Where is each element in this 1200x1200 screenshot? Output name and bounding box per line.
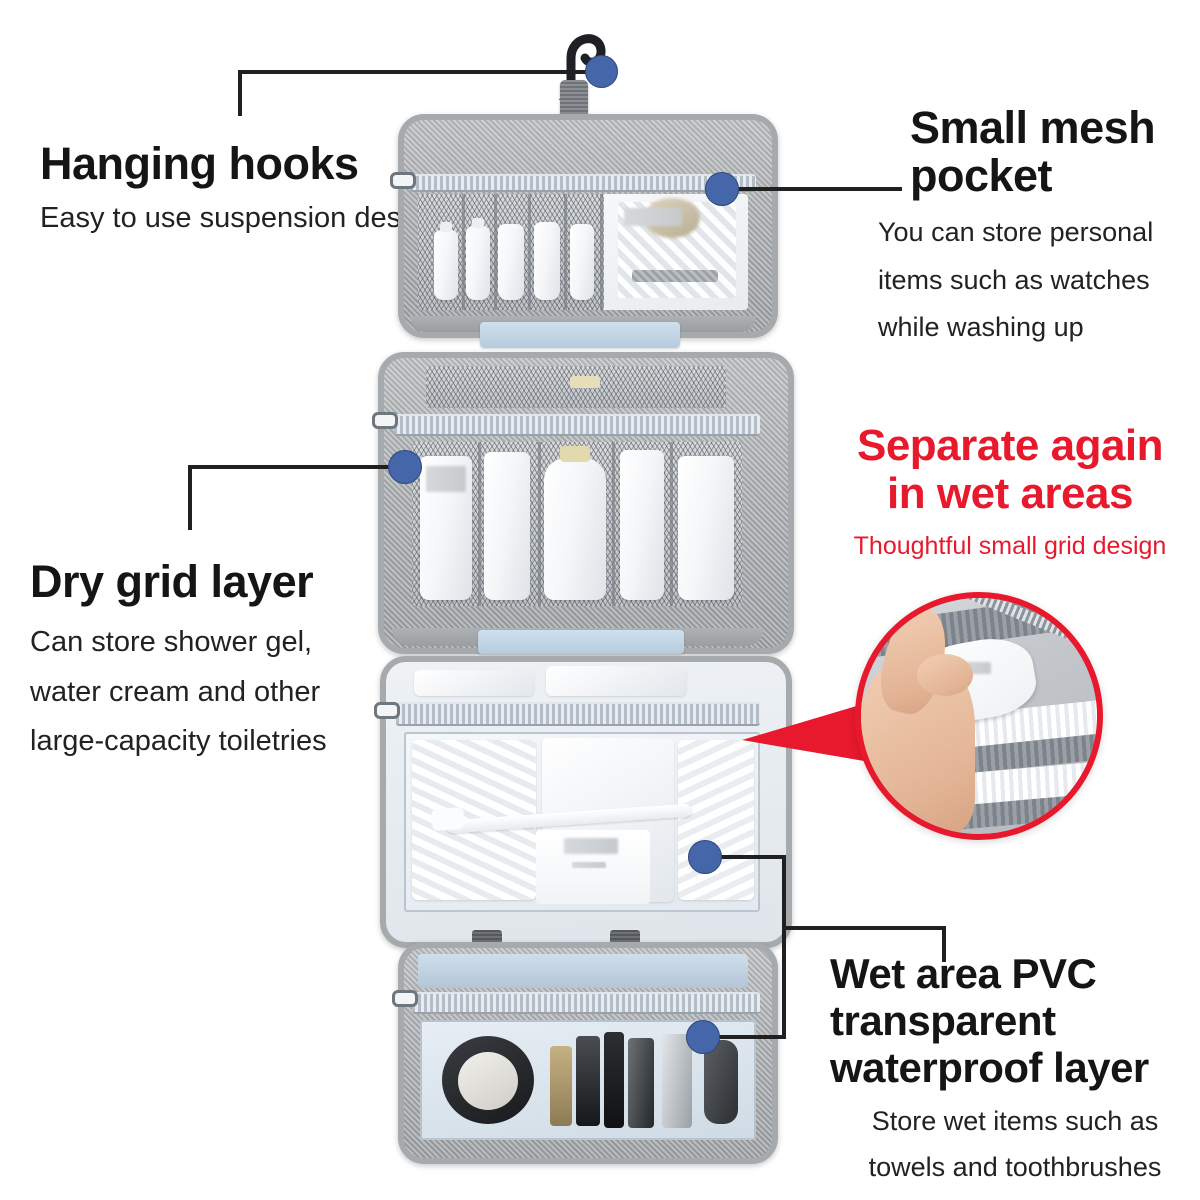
callout-hanging-hooks: Hanging hooks Easy to use suspension des…: [40, 140, 440, 241]
zipper-panel4: [412, 992, 760, 1014]
mesh-window-panel1: [418, 194, 748, 310]
dry-grid-layer-marker[interactable]: [388, 450, 422, 484]
dry-grid-layer-subtitle-line1: Can store shower gel,: [30, 625, 313, 658]
gusset-middle: [478, 630, 684, 654]
zipper-pull-panel4: [392, 990, 418, 1007]
zipper-panel2: [394, 414, 760, 436]
wet-pouch-window: [420, 1020, 756, 1140]
panel-dry-grid: [372, 352, 794, 654]
wet-area-pvc-title-line2: transparent: [830, 997, 1056, 1045]
red-pointer-arrow: [742, 702, 870, 762]
callout-separate-wet-areas: Separate again in wet areas Thoughtful s…: [820, 421, 1200, 566]
panel-wet-bottom: [392, 942, 778, 1164]
hanging-hooks-title: Hanging hooks: [40, 138, 359, 189]
detail-inset-photo: [855, 592, 1103, 840]
wire-hanging-hooks: [238, 70, 598, 116]
zipper-pull-panel3: [374, 702, 400, 719]
dry-grid-layer-subtitle-line3: large-capacity toiletries: [30, 725, 327, 758]
wet-area-pvc-title-line1: Wet area PVC: [830, 950, 1097, 997]
mesh-strip-panel2: [426, 366, 726, 408]
small-mesh-pocket-subtitle-line2: items such as watches: [878, 264, 1150, 295]
wet-area-pvc-title-line3: waterproof layer: [830, 1044, 1149, 1092]
hanging-hooks-marker[interactable]: [585, 55, 618, 88]
wet-area-pvc-marker[interactable]: [688, 840, 722, 874]
panel-pvc-clear: [374, 656, 792, 948]
hanging-hooks-subtitle: Easy to use suspension design: [40, 201, 440, 234]
small-mesh-pocket-title-line2: pocket: [910, 149, 1053, 201]
wet-area-bottom-marker[interactable]: [686, 1020, 720, 1054]
zipper-pull-panel1: [390, 172, 416, 189]
zipper-pull-panel2: [372, 412, 398, 429]
dry-grid-layer-subtitle-line2: water cream and other: [30, 675, 321, 708]
product-photo: [370, 18, 794, 1168]
zipper-panel3: [396, 702, 760, 726]
small-mesh-pocket-subtitle-line1: You can store personal: [878, 217, 1154, 248]
pvc-window: [404, 732, 760, 912]
wire-dry-grid-layer: [188, 465, 400, 530]
wet-area-pvc-subtitle-line2: towels and toothbrushes: [868, 1151, 1162, 1182]
wire-wet-area-pvc-upper: [710, 855, 946, 962]
separate-wet-areas-subtitle: Thoughtful small grid design: [853, 531, 1167, 560]
dry-grid-layer-title: Dry grid layer: [30, 556, 314, 607]
callout-wet-area-pvc: Wet area PVC transparent waterproof laye…: [830, 950, 1200, 1191]
separate-wet-areas-title-line2: in wet areas: [887, 469, 1133, 519]
small-mesh-pocket-subtitle-line3: while washing up: [878, 311, 1084, 342]
gusset-upper: [480, 322, 680, 348]
separate-wet-areas-title-line1: Separate again: [856, 421, 1164, 470]
wire-wet-area-pvc-lower: [710, 926, 786, 1039]
small-mesh-pocket-title-line1: Small mesh: [910, 102, 1156, 153]
small-mesh-pocket-marker[interactable]: [705, 172, 739, 206]
callout-dry-grid-layer: Dry grid layer Can store shower gel, wat…: [30, 558, 430, 767]
mesh-window-panel2: [412, 442, 742, 606]
callout-small-mesh-pocket: Small mesh pocket You can store personal…: [878, 104, 1200, 351]
wet-area-pvc-subtitle-line1: Store wet items such as: [871, 1106, 1159, 1137]
zipper-panel1: [410, 174, 756, 192]
